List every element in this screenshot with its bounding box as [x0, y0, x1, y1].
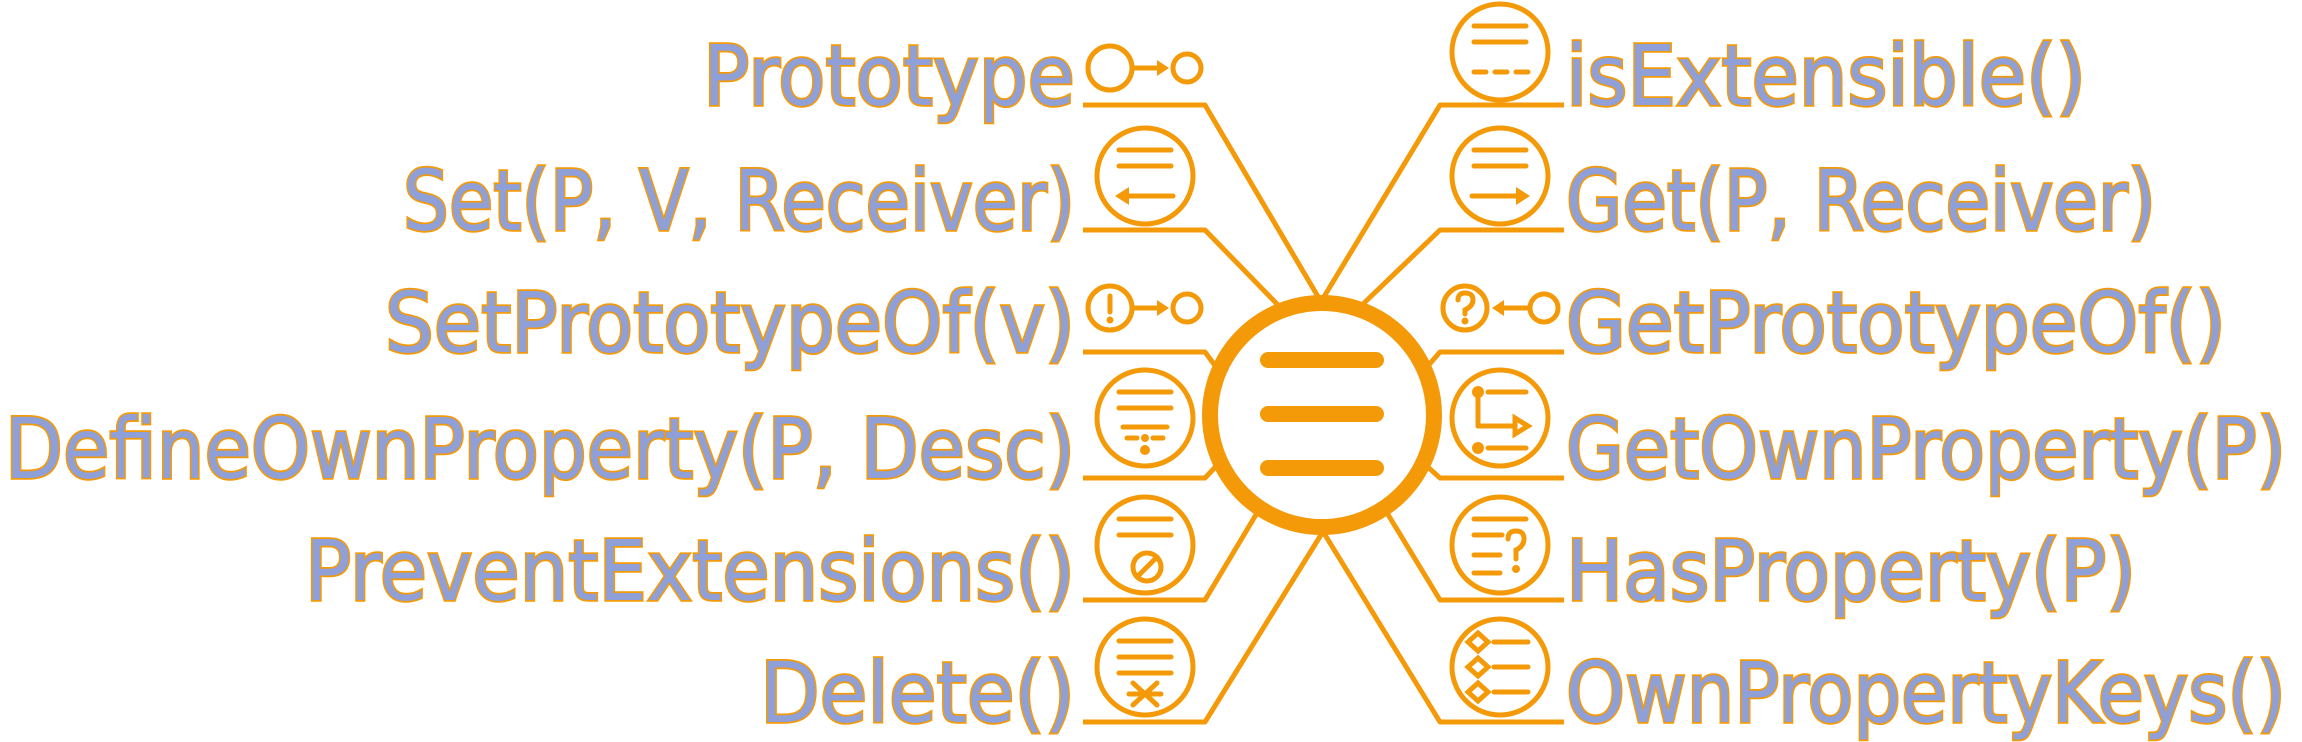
connector-left-5	[1083, 506, 1263, 603]
own-property-keys-list-icon	[1449, 616, 1551, 718]
label-get-own-property: GetOwnProperty(P)	[1566, 400, 2286, 498]
left-labels: Prototype Set(P, V, Receiver) SetPrototy…	[3, 25, 1077, 742]
label-get-prototype-of: GetPrototypeOf()	[1566, 274, 2226, 372]
connector-right-6	[1319, 528, 1564, 725]
label-prevent-extensions: PreventExtensions()	[305, 522, 1075, 620]
label-own-property-keys: OwnPropertyKeys()	[1566, 644, 2286, 742]
label-define-own-property: DefineOwnProperty(P, Desc)	[5, 400, 1075, 498]
connector-left-2	[1083, 227, 1280, 307]
connector-right-5	[1381, 506, 1564, 603]
define-property-list-icon	[1094, 367, 1196, 469]
label-set-prototype-of: SetPrototypeOf(v)	[385, 274, 1075, 372]
prevent-extensions-list-icon	[1094, 494, 1196, 596]
connector-left-6	[1083, 528, 1327, 725]
connector-right-4	[1418, 458, 1564, 481]
get-list-icon	[1449, 125, 1551, 227]
get-own-property-list-icon	[1449, 367, 1551, 469]
set-prototype-link-icon	[1085, 283, 1204, 333]
set-list-icon	[1094, 125, 1196, 227]
label-is-extensible: isExtensible()	[1566, 27, 2086, 125]
get-prototype-link-icon	[1440, 283, 1561, 333]
is-extensible-list-icon	[1449, 1, 1551, 103]
has-property-list-icon	[1449, 494, 1551, 596]
label-prototype: Prototype	[703, 27, 1075, 125]
delete-list-icon	[1094, 616, 1196, 718]
connector-right-2	[1360, 227, 1564, 307]
connector-left-4	[1083, 458, 1224, 481]
right-labels: isExtensible() Get(P, Receiver) GetProto…	[1564, 25, 2288, 742]
label-has-property: HasProperty(P)	[1566, 522, 2136, 620]
connector-left-1	[1083, 102, 1323, 302]
left-connectors	[1083, 102, 1327, 725]
connector-right-1	[1319, 102, 1564, 302]
label-delete: Delete()	[760, 644, 1075, 742]
object-list-icon	[1202, 295, 1442, 535]
label-get: Get(P, Receiver)	[1566, 152, 2156, 250]
prototype-link-icon	[1085, 43, 1204, 93]
label-set: Set(P, V, Receiver)	[403, 152, 1075, 250]
